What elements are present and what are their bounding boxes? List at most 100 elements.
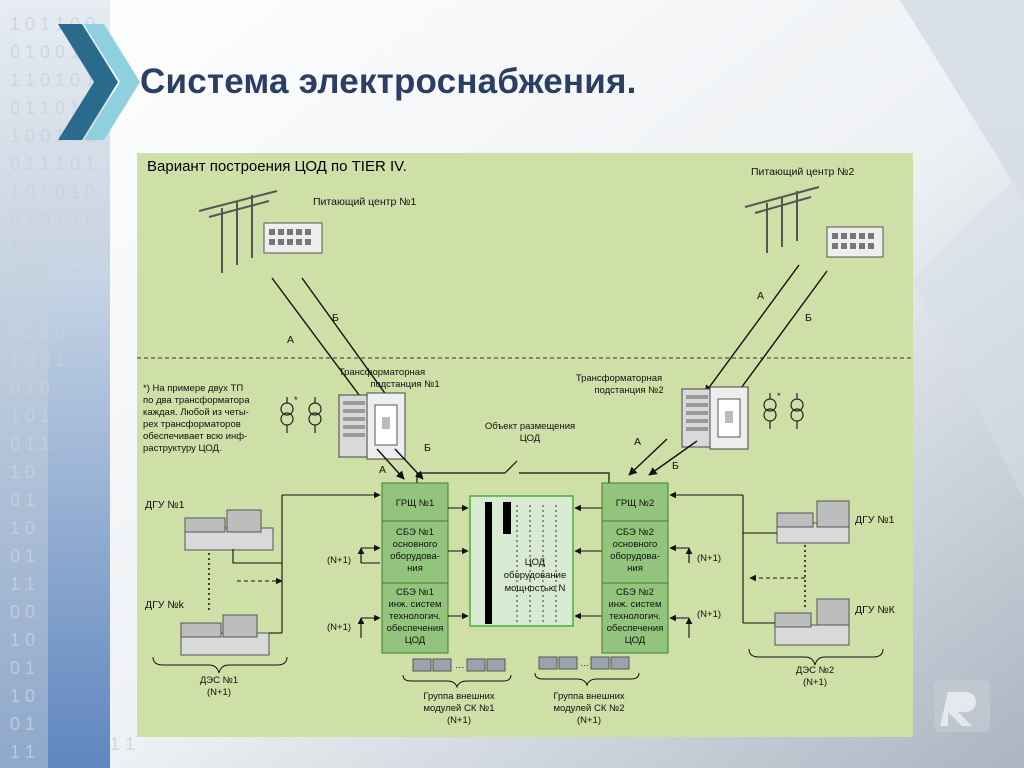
svg-text:0 1 1 0 1 0: 0 1 1 0 1 0	[10, 98, 95, 118]
cooling-modules-right	[538, 656, 630, 670]
des-2-label-line2: (N+1)	[803, 677, 827, 688]
des-1-label-line1: ДЭС №1	[200, 675, 238, 686]
grsh-2-label: ГРЩ №2	[616, 498, 655, 509]
generator-icon-right-top	[776, 500, 850, 544]
sbe-eng-1-line2: инж. систем	[388, 599, 441, 610]
sbe-eng-1-line5: ЦОД	[405, 635, 426, 646]
sub-b-label-right: Б	[672, 460, 679, 472]
tie-breaker	[416, 460, 610, 483]
substation-cabinet-icon-right	[681, 386, 749, 450]
cooling-group-2-brace	[534, 672, 640, 687]
facility-label-line1: Объект размещения	[485, 421, 575, 432]
svg-text:*) На примере двух ТП: *) На примере двух ТП	[143, 383, 243, 394]
svg-text:1 0: 1 0	[10, 686, 35, 706]
sbe-main-2-line1: СБЭ №2	[616, 527, 654, 538]
cooling-group-1-line3: (N+1)	[447, 715, 471, 726]
dgu-k-label-right: ДГУ №К	[855, 604, 896, 616]
chevron-dark-icon	[58, 24, 118, 140]
substation-1-label-line1: Трансформаторная	[339, 367, 425, 378]
des-2-brace	[748, 648, 884, 666]
sbe-eng-1-line4: обеспечения	[387, 623, 444, 634]
diagram-title: Вариант построения ЦОД по TIER IV.	[147, 158, 407, 175]
transformer-mark-left: *	[294, 395, 298, 406]
svg-text:0 1 1 1 0 1: 0 1 1 1 0 1	[10, 154, 95, 174]
svg-text:0 1 0: 0 1 0	[10, 378, 50, 398]
svg-text:0 1: 0 1	[10, 546, 35, 566]
feed-center-building-icon-left	[263, 222, 323, 254]
sbe-eng-2-line1: СБЭ №2	[616, 587, 654, 598]
facility-label-line2: ЦОД	[520, 433, 541, 444]
svg-text:1 0: 1 0	[10, 630, 35, 650]
generator-icon-right-bottom	[774, 598, 850, 646]
svg-text:0 1 1: 0 1 1	[10, 434, 50, 454]
generator-icon-left-top	[184, 509, 274, 551]
redundancy-1-left: (N+1)	[327, 555, 351, 566]
datacenter-label-line3: мощностью N	[505, 583, 566, 594]
redundancy-1-right: (N+1)	[697, 553, 721, 564]
redundancy-2-left: (N+1)	[327, 622, 351, 633]
sub-a-label-left: А	[379, 464, 386, 476]
footnote-text: *) На примере двух ТП по два трансформат…	[143, 383, 250, 454]
svg-text:0 1: 0 1	[10, 490, 35, 510]
svg-text:рех трансформаторов: рех трансформаторов	[143, 419, 241, 430]
svg-text:0 1 1 0: 0 1 1 0	[10, 322, 65, 342]
power-line-tower-icon-left	[198, 190, 278, 273]
svg-text:по два трансформатора: по два трансформатора	[143, 395, 250, 406]
brand-logo	[934, 680, 990, 732]
cooling-group-1-brace	[402, 674, 512, 689]
feed-center-1-label: Питающий центр №1	[313, 196, 416, 208]
modules-ellipsis-right: …	[580, 658, 590, 669]
svg-text:0 1: 0 1	[10, 714, 35, 734]
sbe-eng-2-line2: инж. систем	[608, 599, 661, 610]
svg-text:0 1: 0 1	[10, 658, 35, 678]
right-distribution-stack	[601, 482, 669, 654]
substation-2-label-line1: Трансформаторная	[576, 373, 662, 384]
svg-text:1 0 1 0: 1 0 1 0	[10, 294, 65, 314]
sbe-eng-1-line1: СБЭ №1	[396, 587, 434, 598]
sbe-eng-1-line3: технологич.	[389, 611, 441, 622]
des-1-brace	[152, 656, 288, 674]
sbe-main-2-line4: ния	[627, 563, 643, 574]
svg-text:1 1: 1 1	[10, 742, 35, 762]
des-2-label-line1: ДЭС №2	[796, 665, 834, 676]
modules-ellipsis-left: …	[455, 660, 465, 671]
substation-1-label-line2: подстанция №1	[370, 379, 439, 390]
dgu-1-label-left: ДГУ №1	[145, 499, 185, 511]
sbe-main-1-line1: СБЭ №1	[396, 527, 434, 538]
left-distribution-stack	[381, 482, 449, 654]
transformer-mark-right: *	[777, 391, 781, 402]
svg-text:1 0: 1 0	[10, 518, 35, 538]
svg-text:0 0: 0 0	[10, 602, 35, 622]
sub-a-label-right: А	[634, 436, 641, 448]
chevron-light-icon	[84, 24, 140, 140]
cooling-group-1-line2: модулей СК №1	[424, 703, 495, 714]
feed-a-label-left: А	[287, 334, 294, 346]
slide-title: Система электроснабжения.	[140, 62, 637, 101]
generator-icon-left-bottom	[180, 614, 270, 656]
power-line-tower-icon-right	[744, 186, 820, 253]
svg-text:1 1: 1 1	[110, 734, 135, 754]
sbe-main-2-line2: основного	[613, 539, 658, 550]
transformer-icon-right	[763, 393, 804, 429]
dgu-1-label-right: ДГУ №1	[855, 514, 895, 526]
sub-b-label-left: Б	[424, 442, 431, 454]
cooling-group-2-line3: (N+1)	[577, 715, 601, 726]
grsh-1-label: ГРЩ №1	[396, 498, 435, 509]
feed-b-label-right: Б	[805, 312, 812, 324]
feed-center-building-icon-right	[826, 226, 884, 258]
svg-text:1 0 1: 1 0 1	[10, 406, 50, 426]
sbe-eng-2-line4: обеспечения	[607, 623, 664, 634]
feed-b-label-left: Б	[332, 312, 339, 324]
feed-a-label-right: А	[757, 290, 764, 302]
svg-text:каждая. Любой из четы-: каждая. Любой из четы-	[143, 407, 249, 418]
svg-text:0 0 1 1 0: 0 0 1 1 0	[10, 266, 80, 286]
svg-text:1 0 1 0 1 0: 1 0 1 0 1 0	[10, 182, 95, 202]
svg-text:0 1 0 1 1 0: 0 1 0 1 1 0	[10, 210, 95, 230]
transformer-icon-left	[280, 397, 322, 433]
cooling-modules-left	[412, 658, 506, 672]
sbe-main-1-line4: ния	[407, 563, 423, 574]
svg-text:1 1 0 1 0 1: 1 1 0 1 0 1	[10, 70, 95, 90]
svg-text:обеспечивает всю инф-: обеспечивает всю инф-	[143, 431, 247, 442]
substation-cabinet-icon-left	[338, 392, 406, 460]
sbe-eng-2-line3: технологич.	[609, 611, 661, 622]
